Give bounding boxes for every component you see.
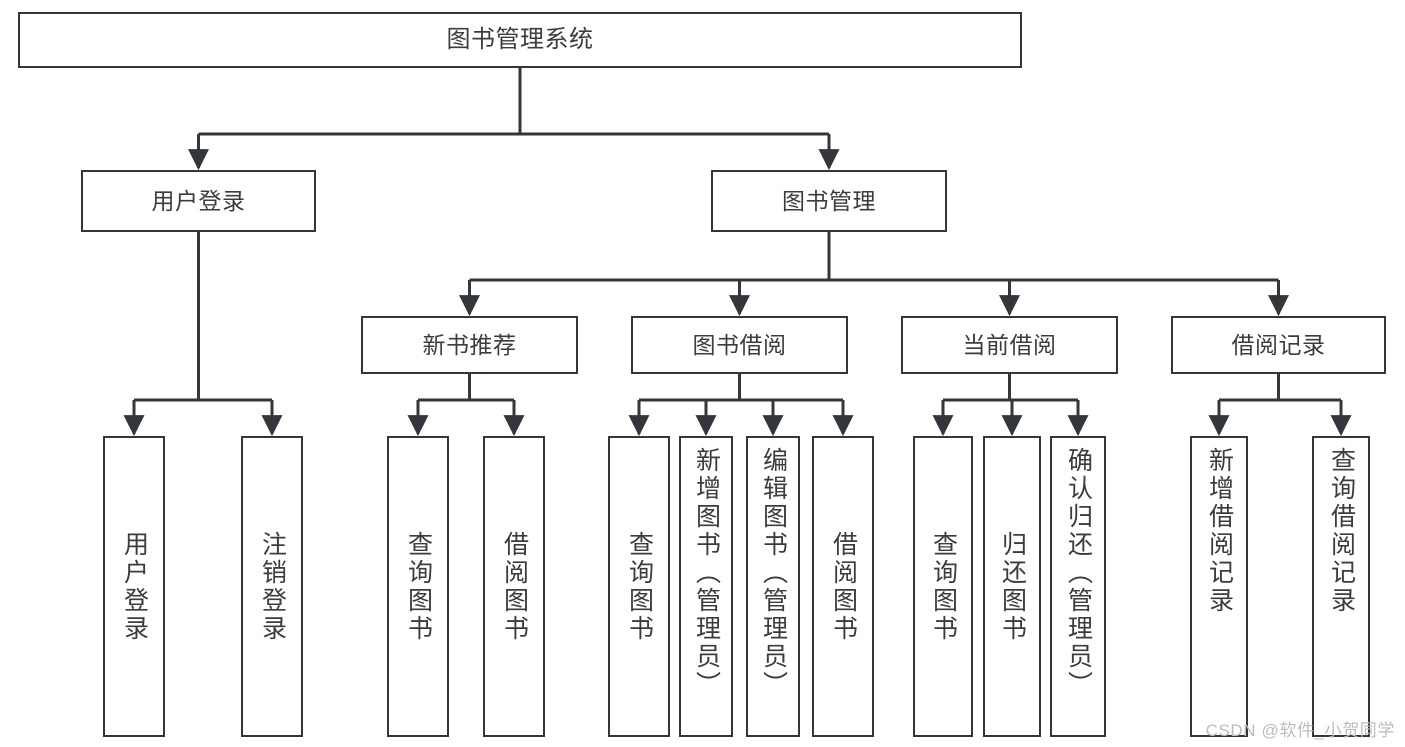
- node-leaf-edit-book[interactable]: 编辑图书（管理员）: [746, 436, 800, 737]
- node-book-borrow[interactable]: 图书借阅: [631, 316, 848, 374]
- node-label: 归还图书: [998, 530, 1027, 643]
- node-label: 图书管理: [782, 187, 876, 214]
- watermark: CSDN @软件_小贺同学: [1205, 721, 1395, 740]
- node-label: 新书推荐: [422, 331, 517, 358]
- node-current-borrow[interactable]: 当前借阅: [901, 316, 1118, 374]
- node-user-login[interactable]: 用户登录: [81, 170, 316, 232]
- node-label: 新增借阅记录: [1205, 447, 1234, 615]
- node-leaf-return-book[interactable]: 归还图书: [983, 436, 1041, 737]
- node-leaf-query-book-1[interactable]: 查询图书: [387, 436, 449, 737]
- node-label: 图书借阅: [692, 331, 787, 358]
- node-leaf-borrow-book-1[interactable]: 借阅图书: [483, 436, 545, 737]
- node-label: 确认归还（管理员）: [1064, 447, 1093, 699]
- node-label: 查询图书: [929, 530, 958, 643]
- node-leaf-borrow-book-2[interactable]: 借阅图书: [812, 436, 874, 737]
- node-label: 借阅图书: [829, 530, 858, 643]
- node-leaf-query-book-2[interactable]: 查询图书: [608, 436, 670, 737]
- node-label: 查询图书: [404, 530, 433, 643]
- node-leaf-query-book-3[interactable]: 查询图书: [913, 436, 973, 737]
- node-label: 注销登录: [258, 530, 287, 643]
- node-label: 图书管理系统: [446, 26, 594, 54]
- node-leaf-confirm-return[interactable]: 确认归还（管理员）: [1050, 436, 1106, 737]
- node-leaf-add-book[interactable]: 新增图书（管理员）: [679, 436, 733, 737]
- node-label: 用户登录: [151, 187, 246, 214]
- node-label: 查询图书: [625, 530, 654, 643]
- node-book-manage[interactable]: 图书管理: [711, 170, 947, 232]
- node-new-book-rec[interactable]: 新书推荐: [361, 316, 578, 374]
- node-label: 新增图书（管理员）: [692, 447, 721, 699]
- node-label: 当前借阅: [962, 331, 1057, 358]
- node-label: 查询借阅记录: [1327, 447, 1356, 615]
- node-leaf-add-record[interactable]: 新增借阅记录: [1190, 436, 1248, 737]
- node-label: 借阅图书: [500, 530, 529, 643]
- node-label: 用户登录: [120, 530, 149, 643]
- node-leaf-logout[interactable]: 注销登录: [241, 436, 303, 737]
- node-label: 编辑图书（管理员）: [759, 447, 788, 699]
- node-leaf-user-login[interactable]: 用户登录: [103, 436, 165, 737]
- node-borrow-records[interactable]: 借阅记录: [1171, 316, 1386, 374]
- node-label: 借阅记录: [1231, 331, 1326, 358]
- node-leaf-query-record[interactable]: 查询借阅记录: [1312, 436, 1370, 737]
- node-root[interactable]: 图书管理系统: [18, 12, 1022, 68]
